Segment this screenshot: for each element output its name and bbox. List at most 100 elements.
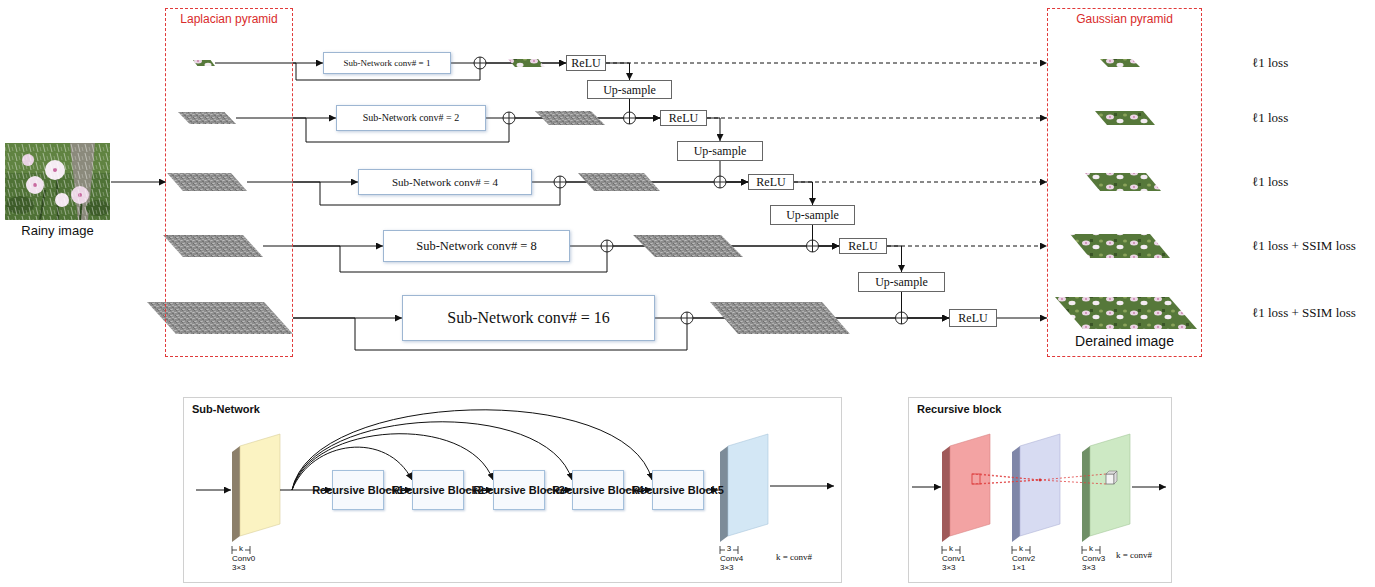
node-label: k [1012,544,1030,554]
residual-output [508,59,545,67]
connector [606,63,630,80]
relu-box: ReLU [949,309,997,327]
node-label: Sub-Network conv# = 8 [416,239,537,253]
subnetwork-box: Sub-Network conv# = 8 [383,230,570,262]
note-label: k = conv# [1116,549,1152,561]
connector [707,118,720,141]
node-label: Conv3 3×3 [1082,554,1112,572]
conv-slab-side [1082,446,1090,542]
output-cube [1106,474,1114,484]
laplacian-level [147,302,293,334]
gaussian-level [1055,297,1197,329]
conv-layer: 3Conv4 3×3 [718,432,780,580]
loss-label: ℓ1 loss + SSIM loss [1252,304,1356,322]
node-label: Derained image [1075,333,1174,350]
sum-circle [624,112,636,124]
node-label: Conv2 1×1 [1012,554,1042,572]
sum-node [474,57,908,324]
conv-slab-face [1090,434,1130,536]
upsample-box: Up-sample [858,272,945,292]
sum-plus [681,312,693,324]
sum-circle [503,112,515,124]
node-label: Conv0 3×3 [232,554,262,572]
subnetwork-box: Sub-Network conv# = 2 [336,105,486,131]
conv-layer: kConv1 3×3 [940,432,1002,580]
input-arrow [912,487,941,488]
node-label: ReLU [848,239,877,253]
subnetwork-box: Sub-Network conv# = 16 [402,295,655,341]
upsample-box: Up-sample [587,80,672,99]
rainy-photo [5,143,110,220]
upsample-box: Up-sample [677,141,763,161]
residual-output [578,173,660,191]
node-label: Up-sample [694,144,747,158]
node-label: ReLU [571,56,600,70]
residual-output [710,302,850,334]
laplacian-level [167,173,247,191]
node-label: Recursive Block1 [312,483,404,497]
node-label: Laplacian pyramid [180,12,277,27]
gaussian-level [1070,234,1170,258]
sum-circle [474,57,486,69]
conv-output-wire [280,490,292,491]
relu-box: ReLU [839,238,887,254]
loss-label: ℓ1 loss [1252,109,1288,127]
sum-circle [896,312,908,324]
laplacian-level [193,60,215,66]
pyramid-region: Gaussian pyramidDerained image [1047,8,1202,357]
residual-output [633,235,743,257]
upsample-box: Up-sample [770,205,855,225]
label-anchor: ℓ1 loss + SSIM loss [1252,304,1356,322]
sum-circle [807,240,819,252]
label-anchor: k = conv# [1116,549,1152,561]
label-anchor: ℓ1 loss + SSIM loss [1252,237,1356,255]
connector [887,246,1047,247]
relu-box: ReLU [660,110,707,126]
output-arrow [770,486,834,487]
sum-circle [681,312,693,324]
conv-layer: kConv2 1×1 [1010,432,1072,580]
loss-label: ℓ1 loss [1252,54,1288,72]
label-anchor: Rainy image [0,223,115,239]
conv-slab-face [240,434,280,536]
pyramid-region: Laplacian pyramid [165,8,293,357]
connector [293,63,323,64]
residual-output [535,111,605,125]
laplacian-level [163,235,263,257]
relu-box: ReLU [566,55,606,71]
relu-box: ReLU [748,174,794,190]
label-anchor: ℓ1 loss [1252,173,1288,191]
label-anchor: ℓ1 loss [1252,54,1288,72]
node-label: Sub-Network [192,402,833,416]
sum-circle [601,240,613,252]
connector [887,246,902,272]
recursive-block-box: Recursive Block4 [572,470,624,510]
node-label: Gaussian pyramid [1076,12,1173,27]
sum-plus [474,57,486,69]
sum-circle [554,176,566,188]
conv-slab-side [232,446,240,542]
node-label: Conv4 3×3 [720,554,750,572]
node-label: ReLU [669,111,698,125]
laplacian-level [178,112,236,124]
node-label: Up-sample [603,83,656,97]
node-label: k [232,544,250,554]
connector [794,182,1047,183]
conv-slab-side [942,446,950,542]
sum-circle [714,176,726,188]
sum-plus [714,176,726,188]
node-label: Sub-Network conv# = 2 [363,112,459,124]
rain-overlay [5,143,110,220]
sum-plus [601,240,613,252]
receptive-point [1039,479,1042,482]
recursive-block-box: Recursive Block1 [332,470,384,510]
node-label: Up-sample [875,275,928,289]
node-label: Sub-Network conv# = 4 [392,176,498,189]
node-label: 3 [720,544,738,554]
recursive-block-box: Recursive Block5 [652,470,704,510]
output-cube-top [1106,471,1117,484]
node-label: Recursive Block3 [473,483,565,497]
node-label: Sub-Network conv# = 1 [344,58,431,68]
connector [707,118,1047,119]
